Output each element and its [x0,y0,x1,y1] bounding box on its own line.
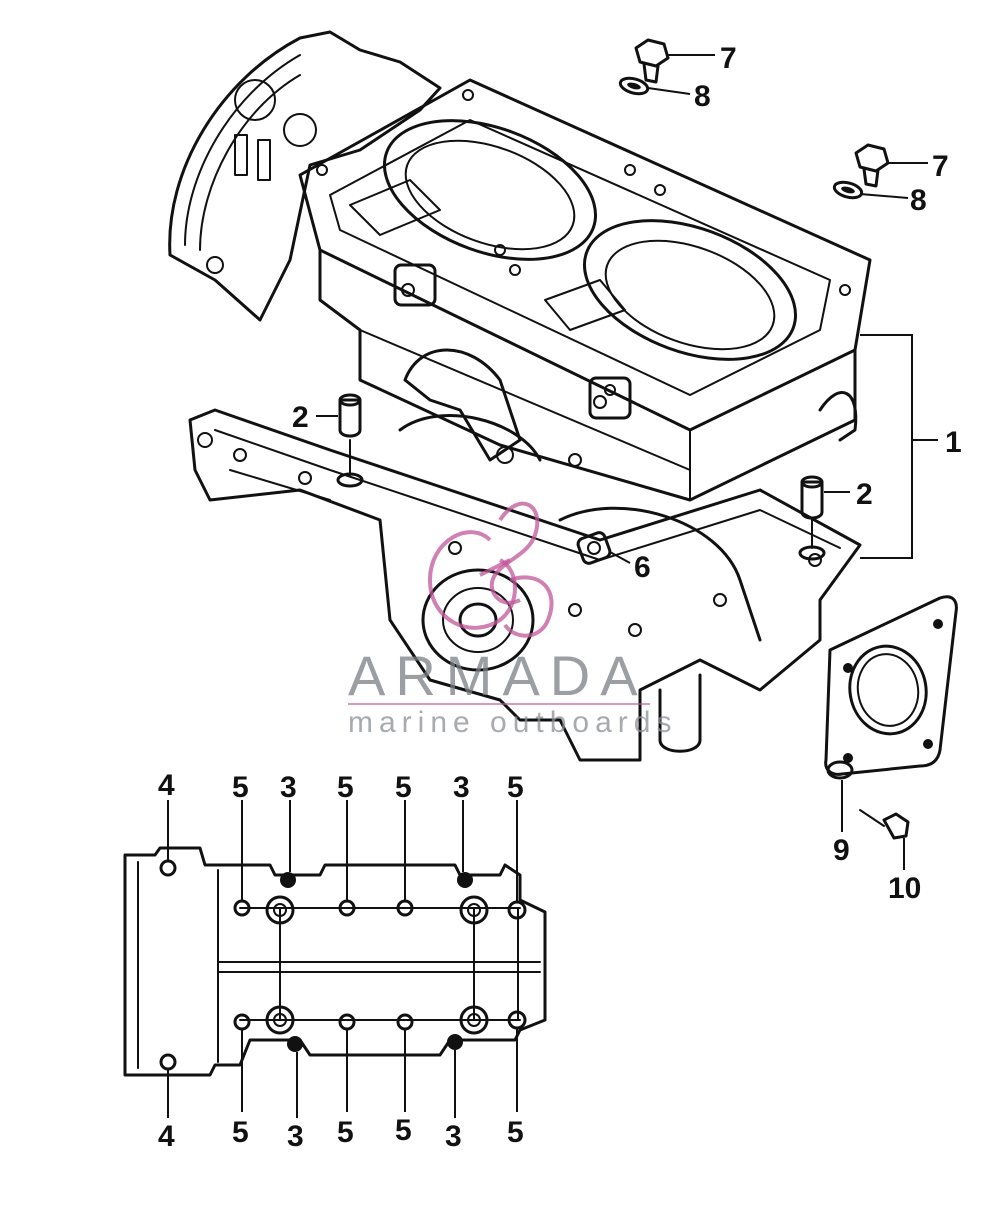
callout-5-top-1: 5 [232,771,249,804]
watermark-subtitle: marine outboards [348,706,677,739]
callout-5-bottom-1: 5 [232,1116,249,1149]
callout-7-right: 7 [932,150,949,183]
callout-8-top: 8 [694,80,711,113]
callout-5-top-3: 5 [395,771,412,804]
plate-screw [859,809,910,840]
callout-2-left: 2 [292,401,309,434]
callout-3-bottom-1: 3 [287,1120,304,1153]
callout-5-bottom-2: 5 [337,1116,354,1149]
dowel-pin-right [798,475,826,561]
bolt-washer-right [832,143,890,200]
callout-5-bottom-3: 5 [395,1114,412,1147]
callout-4-top: 4 [158,769,175,802]
cylinder-block [168,30,872,502]
lower-crankcase [188,408,862,762]
callout-3-top-2: 3 [453,771,470,804]
callout-10: 10 [888,872,921,905]
dowel-pin-left [336,393,364,488]
callout-6: 6 [634,551,651,584]
cover-plate [824,595,958,780]
callout-5-bottom-4: 5 [507,1116,524,1149]
callout-9: 9 [833,834,850,867]
watermark: ARMADA marine outboards [348,501,677,739]
callout-8-right: 8 [910,184,927,217]
leader-lines [316,54,938,870]
watermark-title: ARMADA [348,644,648,707]
bolt-washer-top [618,38,670,96]
callout-5-top-2: 5 [337,771,354,804]
callout-7-top: 7 [720,42,737,75]
callout-3-bottom-2: 3 [445,1120,462,1153]
callout-1: 1 [945,426,962,459]
callout-2-right: 2 [856,478,873,511]
crankcase-bottom-view [123,800,547,1118]
callout-3-top-1: 3 [280,771,297,804]
watermark-logo-icon [427,501,554,638]
callout-5-top-4: 5 [507,771,524,804]
callout-4-bottom: 4 [158,1120,175,1153]
